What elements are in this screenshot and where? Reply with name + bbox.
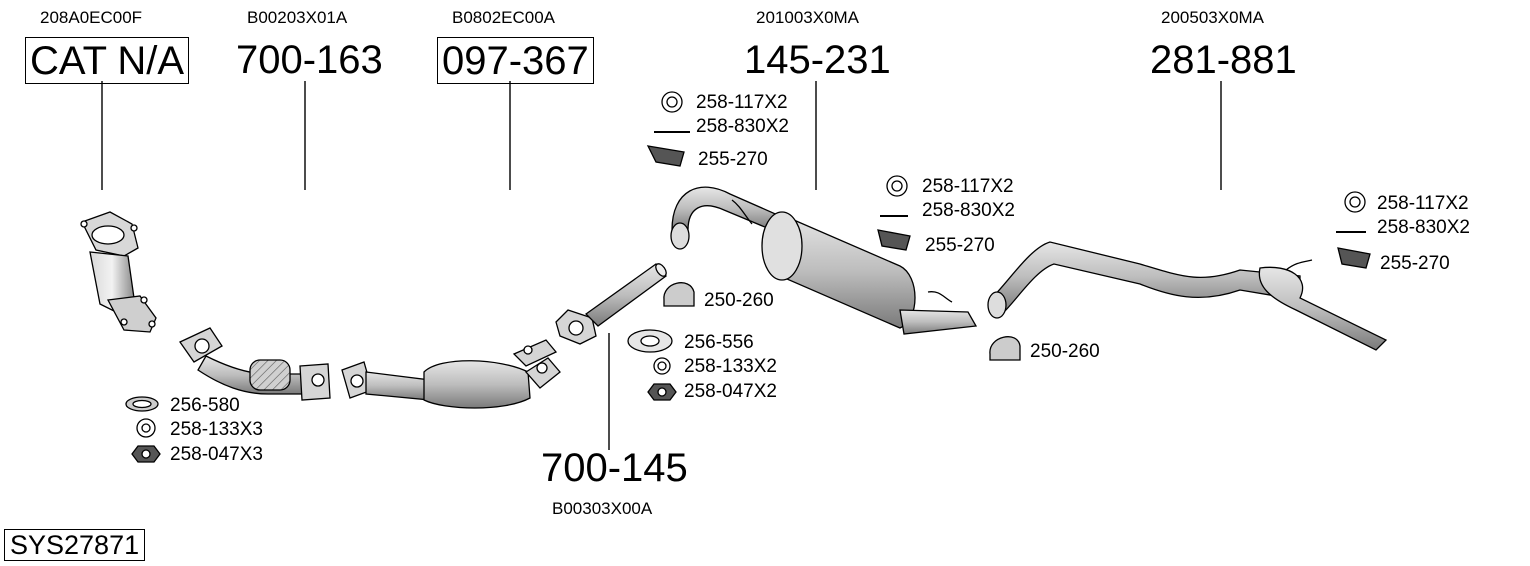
acc-label-front-3[interactable]: 258-047X3 bbox=[170, 444, 263, 465]
part-number-700-163[interactable]: 700-163 bbox=[236, 38, 383, 82]
oem-code-145-231: 201003X0MA bbox=[756, 8, 860, 27]
acc-label-rear-hanger-2[interactable]: 258-830X2 bbox=[922, 200, 1015, 221]
oem-code-281-881: 200503X0MA bbox=[1161, 8, 1265, 27]
acc-label-tail-hanger-3[interactable]: 255-270 bbox=[1380, 253, 1450, 274]
acc-label-mid-gasket-3[interactable]: 258-047X2 bbox=[684, 381, 777, 402]
part-number-097-367[interactable]: 097-367 bbox=[437, 37, 594, 84]
middle-silencer-drawing bbox=[670, 186, 978, 335]
acc-label-rear-hanger-1[interactable]: 258-117X2 bbox=[922, 176, 1014, 197]
acc-label-mid-hanger-1[interactable]: 258-117X2 bbox=[696, 92, 788, 113]
part-number-281-881[interactable]: 281-881 bbox=[1150, 38, 1297, 82]
acc-label-front-1[interactable]: 256-580 bbox=[170, 395, 240, 416]
front-pipe-drawing bbox=[179, 327, 331, 401]
acc-label-tail-hanger-1[interactable]: 258-117X2 bbox=[1377, 193, 1469, 214]
acc-label-mid-hanger-3[interactable]: 255-270 bbox=[698, 149, 768, 170]
oem-code-700-163: B00203X01A bbox=[247, 8, 348, 27]
leader-lines bbox=[101, 81, 1222, 450]
acc-label-mid-gasket-2[interactable]: 258-133X2 bbox=[684, 356, 777, 377]
hanger-icon bbox=[1337, 247, 1371, 269]
clamp-icon bbox=[663, 282, 695, 307]
part-number-700-145[interactable]: 700-145 bbox=[541, 446, 688, 490]
catalytic-converter-drawing bbox=[80, 211, 157, 333]
accessory-icons bbox=[125, 91, 1371, 463]
oem-code-700-145: B00303X00A bbox=[552, 499, 653, 518]
oem-code-cat: 208A0EC00F bbox=[40, 8, 143, 27]
acc-label-front-2[interactable]: 258-133X3 bbox=[170, 419, 263, 440]
acc-label-tail-hanger-2[interactable]: 258-830X2 bbox=[1377, 217, 1470, 238]
clamp-icon bbox=[989, 336, 1021, 361]
acc-label-rear-clamp[interactable]: 250-260 bbox=[1030, 341, 1100, 362]
hanger-icon bbox=[877, 229, 911, 251]
particulate-filter-drawing bbox=[341, 339, 561, 409]
rear-pipe-drawing bbox=[987, 241, 1388, 351]
acc-label-rear-hanger-3[interactable]: 255-270 bbox=[925, 235, 995, 256]
acc-label-mid-gasket-1[interactable]: 256-556 bbox=[684, 332, 754, 353]
acc-label-mid-hanger-2[interactable]: 258-830X2 bbox=[696, 116, 789, 137]
part-number-145-231[interactable]: 145-231 bbox=[744, 38, 891, 82]
hanger-icon bbox=[646, 145, 685, 167]
oem-code-097-367: B0802EC00A bbox=[452, 8, 556, 27]
acc-label-mid-clamp[interactable]: 250-260 bbox=[704, 290, 774, 311]
intermediate-pipe-drawing bbox=[555, 263, 667, 345]
system-code: SYS27871 bbox=[4, 529, 146, 561]
part-number-cat[interactable]: CAT N/A bbox=[25, 37, 190, 84]
